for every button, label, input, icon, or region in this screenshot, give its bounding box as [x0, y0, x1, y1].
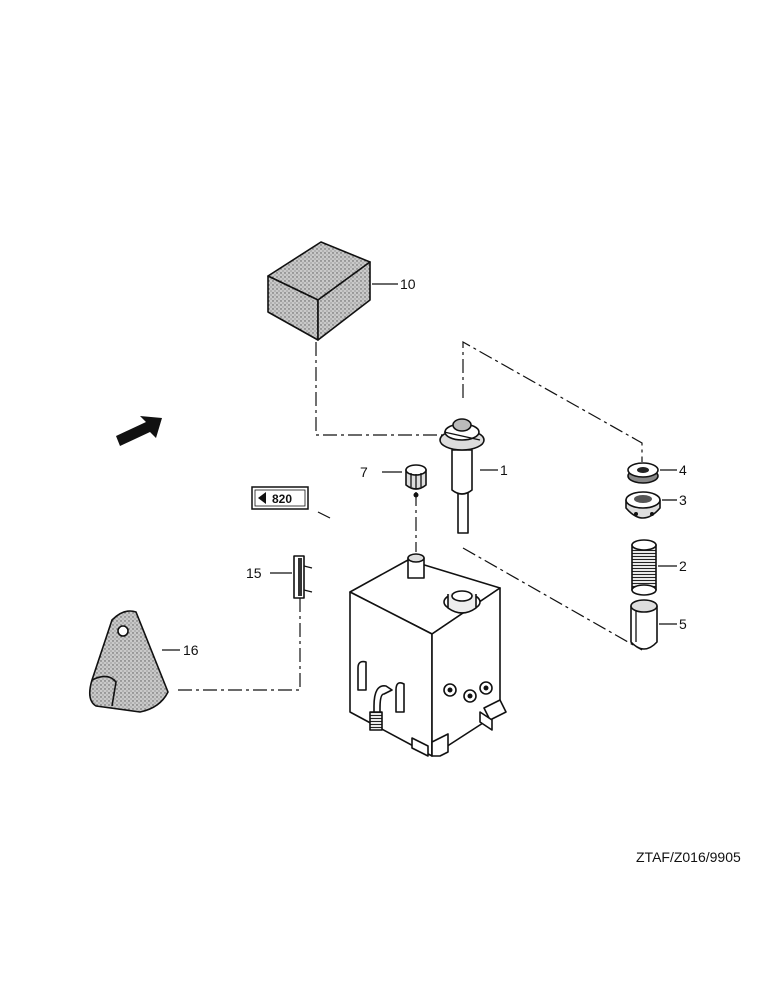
- cover-sleeve-part: [88, 610, 169, 713]
- callout-16: 16: [183, 642, 199, 658]
- reference-tag: 820: [251, 486, 309, 510]
- bracket-clip-part: [293, 555, 313, 599]
- callout-1: 1: [500, 462, 508, 478]
- callouts: 10 1 7 4 3 2 5 15 16: [162, 276, 687, 658]
- hydraulic-tank: [349, 553, 507, 757]
- leader-lines: [178, 340, 643, 691]
- cap-knob-part: [405, 464, 427, 498]
- callout-4: 4: [679, 462, 687, 478]
- drawing-code: ZTAF/Z016/9905: [636, 849, 741, 865]
- callout-2: 2: [679, 558, 687, 574]
- callout-5: 5: [679, 616, 687, 632]
- cap-housing-part: [625, 491, 661, 519]
- foam-block-part: [267, 241, 371, 341]
- callout-3: 3: [679, 492, 687, 508]
- left-triangle-icon: [258, 492, 266, 504]
- filter-bowl-part: [630, 599, 658, 650]
- callout-15: 15: [246, 565, 262, 581]
- cap-nut-part: [627, 462, 659, 484]
- direction-arrow-icon: [116, 416, 162, 446]
- reference-tag-number: 820: [272, 492, 292, 506]
- callout-10: 7: [360, 464, 368, 480]
- filter-element-part: [631, 539, 657, 596]
- filler-tube-part: [439, 418, 485, 534]
- callout-7: 10: [400, 276, 416, 292]
